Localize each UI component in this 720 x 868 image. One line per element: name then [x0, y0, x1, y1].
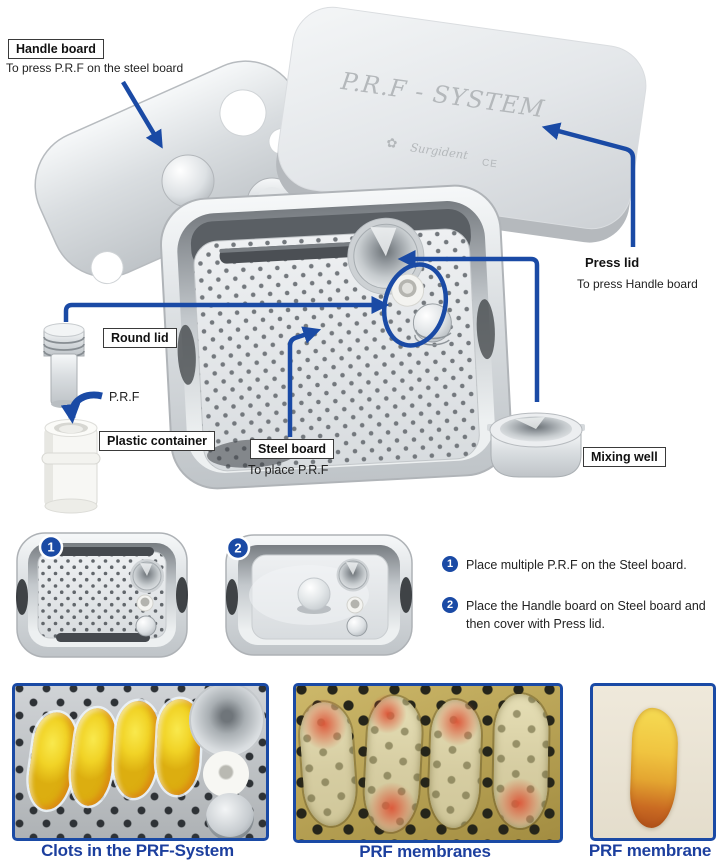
step-2-text: Place the Handle board on Steel board an… [466, 599, 706, 632]
parts-highlight-ellipse [381, 262, 449, 348]
press-lid-part: P.R.F - SYSTEM ✿ Surgident CE [276, 6, 647, 243]
steel-board-desc: To place P.R.F [248, 463, 329, 477]
lid-ce-mark: CE [481, 157, 498, 170]
plastic-container-part [41, 419, 101, 514]
prf-membrane [297, 696, 359, 828]
plastic-container-label: Plastic container [99, 431, 216, 451]
svg-text:2: 2 [234, 541, 241, 556]
photo-clots-caption: Clots in the PRF-System [41, 841, 234, 860]
diagram-artwork: P.R.F - SYSTEM ✿ Surgident CE [16, 6, 647, 658]
flower-logo-icon: ✿ [385, 135, 398, 151]
mixing-well-part [487, 412, 585, 478]
step1-badge: 1 [38, 534, 64, 560]
prf-membrane [362, 692, 424, 836]
handle-board-hole-large [219, 89, 267, 137]
steel-board-label: Steel board [250, 439, 335, 459]
step-1: 1 Place multiple P.R.F on the Steel boar… [442, 556, 710, 574]
round-lid-in-photo [206, 793, 254, 838]
membrane-blotch [366, 780, 418, 836]
step-2-badge: 2 [442, 597, 458, 613]
photo-membrane-caption: PRF membrane [588, 841, 712, 860]
membrane-blotch [299, 696, 349, 752]
prf-membrane [628, 707, 680, 829]
prf-clot [111, 699, 161, 800]
prf-membrane [492, 693, 550, 829]
press-lid-desc: To press Handle board [577, 277, 698, 291]
step-2: 2 Place the Handle board on Steel board … [442, 597, 710, 633]
mixing-well-connector [397, 250, 540, 402]
photo-clots [12, 683, 269, 841]
plastic-container-in-tray [391, 273, 425, 307]
prf-pour-arrow [60, 391, 103, 424]
prf-clot [67, 705, 119, 809]
annotation-arrows [60, 80, 636, 437]
prf-label: P.R.F [109, 390, 140, 404]
step2-badge: 2 [225, 535, 251, 561]
step-1-badge: 1 [442, 556, 458, 572]
press-lid-label: Press lid [585, 255, 640, 270]
board-handle-bar [219, 240, 392, 264]
handle-board-desc: To press P.R.F on the steel board [6, 61, 184, 75]
handle-board-notch [90, 251, 124, 285]
mixing-well-label: Mixing well [583, 447, 666, 467]
steel-board-connector [287, 326, 322, 437]
step2-tray [225, 534, 413, 656]
steel-tray-part [159, 184, 513, 490]
photo-membranes-caption: PRF membranes [359, 842, 491, 861]
mixing-well-in-photo [189, 686, 265, 758]
plastic-container-in-photo [203, 751, 249, 797]
svg-text:1: 1 [47, 540, 54, 555]
press-lid-connector [541, 122, 636, 247]
step1-tray [16, 532, 188, 658]
photo-membranes [293, 683, 563, 843]
step-1-text: Place multiple P.R.F on the Steel board. [466, 558, 687, 572]
membrane-blotch [494, 777, 544, 829]
handle-board-arrow [121, 80, 163, 149]
round-lid-connector [63, 296, 390, 322]
membrane-blotch [367, 692, 408, 735]
round-lid-label: Round lid [103, 328, 177, 348]
handle-board-label: Handle board [8, 39, 104, 59]
membrane-blotch [434, 697, 481, 747]
photo-membrane-single [590, 683, 716, 841]
prf-membrane [427, 697, 483, 829]
round-lid-part [43, 323, 85, 408]
